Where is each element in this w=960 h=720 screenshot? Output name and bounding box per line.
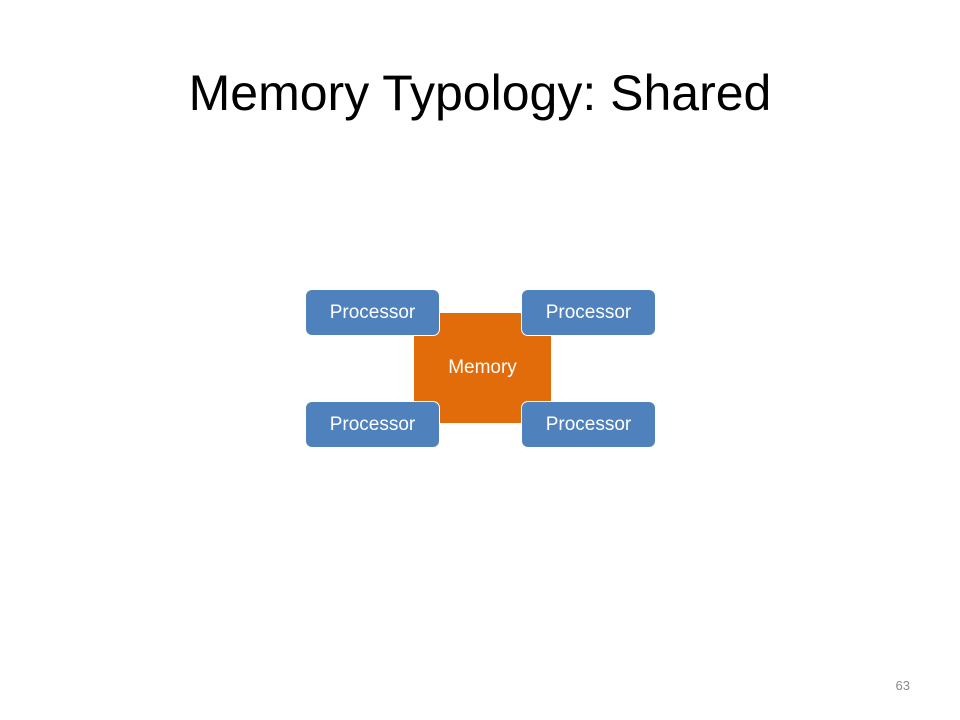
memory-node-label: Memory bbox=[448, 357, 517, 378]
page-number: 63 bbox=[895, 678, 910, 693]
slide-title: Memory Typology: Shared bbox=[188, 65, 772, 121]
processor-node-top-right: Processor bbox=[521, 289, 656, 336]
processor-node-label: Processor bbox=[329, 413, 416, 435]
processor-node-label: Processor bbox=[329, 301, 416, 323]
processor-node-label: Processor bbox=[545, 413, 632, 435]
processor-node-label: Processor bbox=[545, 301, 632, 323]
processor-node-top-left: Processor bbox=[305, 289, 440, 336]
processor-node-bottom-right: Processor bbox=[521, 401, 656, 448]
processor-node-bottom-left: Processor bbox=[305, 401, 440, 448]
